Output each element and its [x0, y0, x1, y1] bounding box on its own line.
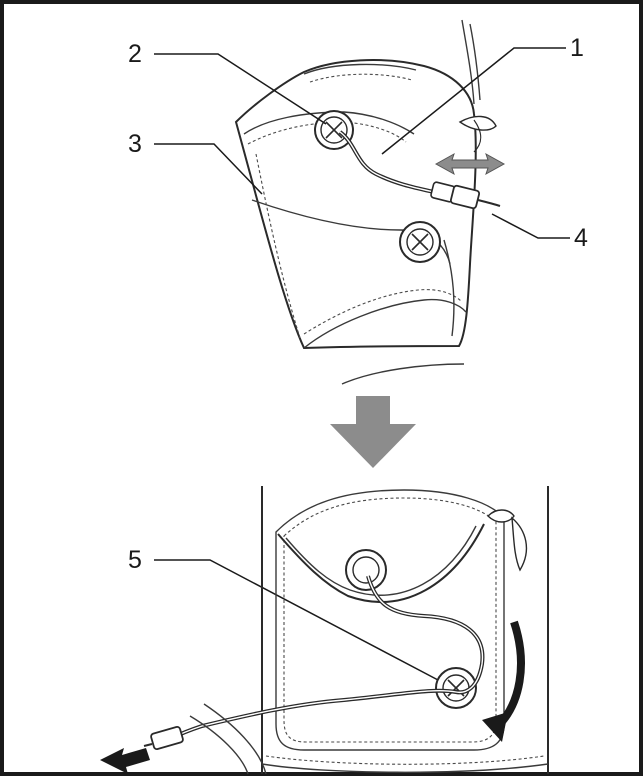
curved-arrow-icon [482, 620, 525, 742]
illustration [100, 19, 570, 775]
down-arrow-icon [330, 396, 416, 468]
grommet-lower [399, 221, 441, 263]
callout-2: 2 [128, 40, 142, 68]
callout-4: 4 [574, 224, 588, 252]
top-panel [234, 19, 506, 385]
plug-top [430, 181, 501, 210]
plug-bottom [143, 725, 184, 751]
cable-top [338, 130, 435, 194]
callout-1: 1 [570, 34, 584, 62]
grommet-bottom-top [345, 549, 387, 591]
double-arrow-icon [434, 152, 506, 176]
grommet-bottom-lower [435, 667, 477, 709]
cord-lock-bottom [487, 509, 528, 572]
cable-bottom [171, 575, 485, 740]
grommet-top [314, 110, 354, 150]
left-arrow-icon [100, 748, 150, 774]
cord-lock-top [458, 115, 497, 153]
bottom-panel [100, 486, 549, 775]
callout-5: 5 [128, 546, 142, 574]
pouch-outline [234, 59, 477, 350]
callout-3: 3 [128, 130, 142, 158]
